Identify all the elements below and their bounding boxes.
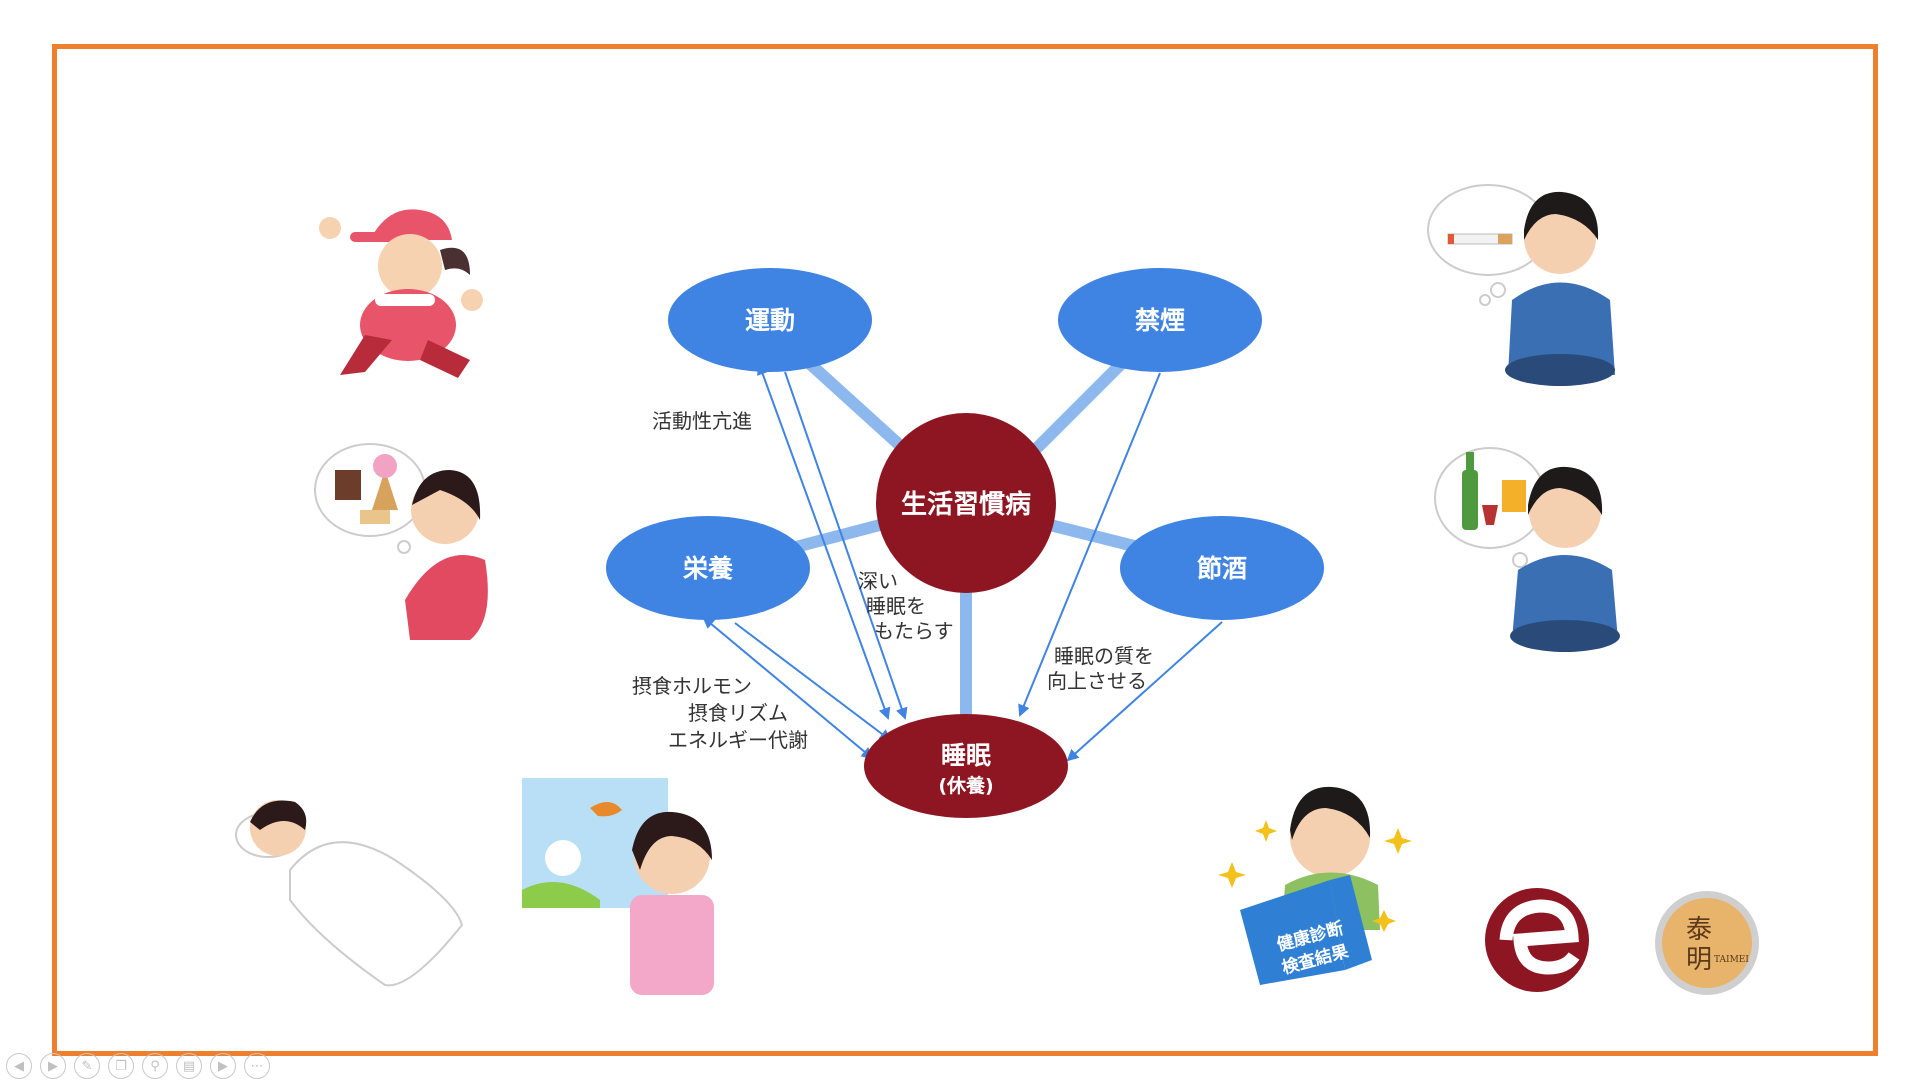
label-deep-sleep-3: もたらす [874,619,954,643]
arrow-smoking-to-sleep [1018,372,1161,717]
copy-icon[interactable]: ❐ [108,1053,134,1079]
health-report-man-illustration: 健康診断 検査結果 [1218,786,1412,985]
label-hormones-2: 摂食リズム [688,701,788,725]
node-sleep-label: 睡眠 [941,741,991,770]
sleeping-woman-illustration [235,800,464,987]
node-no-smoking: 禁煙 [1058,268,1262,372]
taimei-logo-kanji-1: 泰 [1686,915,1712,945]
e-logo [1485,888,1589,992]
label-hormones-1: 摂食ホルモン [632,674,752,698]
pen-icon[interactable]: ✎ [74,1053,100,1079]
label-sleep-quality-2: 向上させる [1047,669,1147,693]
node-exercise: 運動 [668,268,872,372]
arrows [702,362,1223,762]
node-nutrition-label: 栄養 [682,554,733,583]
label-deep-sleep-2: 睡眠を [866,594,926,618]
running-woman-illustration [319,209,483,378]
prev-icon[interactable]: ◀ [6,1053,32,1079]
node-lifestyle-disease: 生活習慣病 [876,413,1056,593]
node-moderate-drinking: 節酒 [1120,516,1324,620]
taimei-logo: 泰 明 TAIMEI [1655,891,1759,995]
connector-nutrition [790,519,882,554]
subtitle-icon[interactable]: ▤ [176,1053,202,1079]
label-deep-sleep-1: 深い [858,569,898,593]
presentation-toolbar: ◀ ▶ ✎ ❐ ⚲ ▤ ▶ ⋯ [6,1052,270,1080]
node-moderate-drinking-label: 節酒 [1197,554,1247,583]
node-exercise-label: 運動 [745,306,795,335]
node-lifestyle-disease-label: 生活習慣病 [901,490,1031,520]
smoking-man-illustration [1427,184,1615,386]
node-nutrition: 栄養 [606,516,810,620]
label-sleep-quality-1: 睡眠の質を [1054,644,1154,668]
node-no-smoking-label: 禁煙 [1135,306,1185,335]
next-icon[interactable]: ▶ [40,1053,66,1079]
zoom-icon[interactable]: ⚲ [142,1053,168,1079]
connector-drinking [1048,519,1144,554]
waking-woman-illustration [522,778,714,995]
arrow-drinking-to-sleep [1066,621,1223,762]
taimei-logo-en: TAIMEI [1714,955,1749,965]
arrow-nutrition-to-sleep [702,616,874,760]
taimei-logo-kanji-2: 明 [1686,945,1712,975]
arrow-nutrition-to-sleep-b [734,622,892,742]
connector-exercise [803,357,910,455]
label-activity: 活動性亢進 [652,409,752,433]
label-hormones-3: エネルギー代謝 [668,728,808,752]
video-icon[interactable]: ▶ [210,1053,236,1079]
node-sleep: 睡眠 (休養) [864,714,1068,818]
more-icon[interactable]: ⋯ [244,1053,270,1079]
sweets-woman-illustration [314,443,488,640]
drinking-man-illustration [1434,447,1620,652]
arrow-exercise-to-sleep-b [784,371,908,720]
connector-no-smoking [1030,350,1135,455]
node-sleep-sublabel: (休養) [938,774,993,797]
